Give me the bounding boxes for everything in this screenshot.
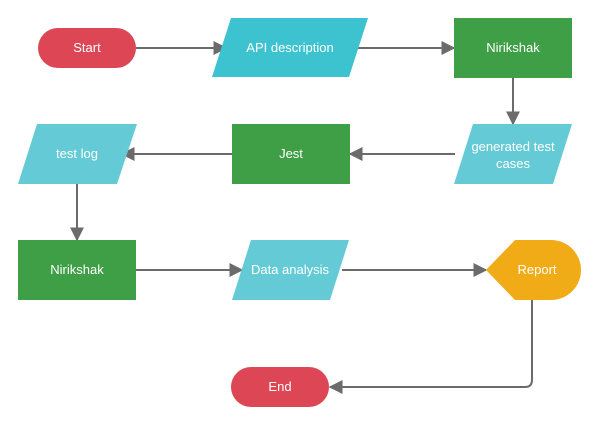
test-log-label: test log (56, 146, 98, 161)
connector-report-to-end (328, 300, 533, 394)
api-description-node: API description (212, 18, 368, 77)
nirikshak-1-label: Nirikshak (486, 40, 540, 55)
jest-label: Jest (279, 146, 303, 161)
data-analysis-node: Data analysis (232, 240, 349, 300)
nirikshak-node-2: Nirikshak (18, 240, 136, 300)
report-node: Report (486, 240, 581, 300)
test-log-node: test log (18, 124, 137, 184)
generated-test-cases-label-line-2: cases (496, 156, 530, 171)
generated-test-cases-node: generated test cases (454, 124, 572, 184)
end-node: End (231, 367, 329, 407)
report-label: Report (517, 262, 556, 277)
nirikshak-2-label: Nirikshak (50, 262, 104, 277)
nirikshak-node-1: Nirikshak (454, 18, 572, 78)
end-label: End (268, 379, 291, 394)
start-label: Start (73, 40, 101, 55)
connector-layer (70, 41, 533, 394)
api-description-label: API description (246, 40, 333, 55)
generated-test-cases-label-line-1: generated test (471, 139, 555, 154)
start-node: Start (38, 28, 136, 68)
data-analysis-label: Data analysis (251, 262, 330, 277)
jest-node: Jest (232, 124, 350, 184)
